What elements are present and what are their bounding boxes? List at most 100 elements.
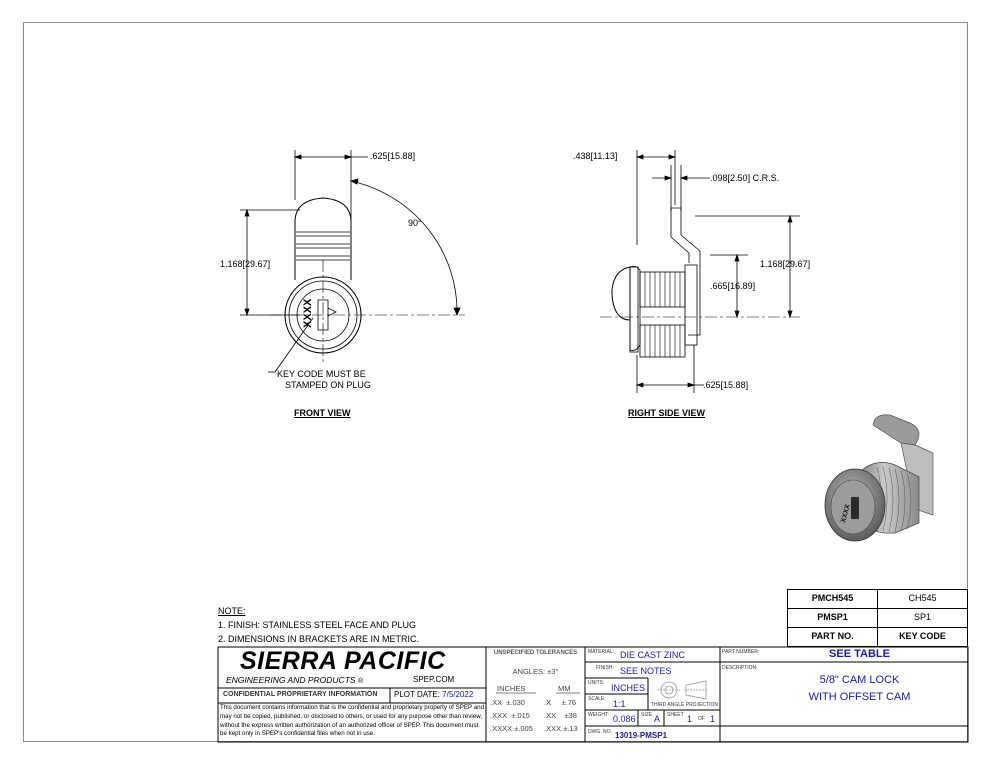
scale-label: SCALE: bbox=[588, 696, 606, 702]
key-code-note-line2: STAMPED ON PLUG bbox=[285, 380, 371, 390]
part-table-header-code: KEY CODE bbox=[899, 631, 946, 641]
confidential-label: CONFIDENTIAL PROPRIETARY INFORMATION bbox=[223, 691, 378, 698]
bracket-close: ] bbox=[614, 151, 618, 161]
bracket-close: ] bbox=[267, 259, 271, 269]
bracket-open: [ bbox=[727, 173, 731, 183]
tol-key: .XXXX bbox=[490, 724, 513, 733]
plot-date-label: PLOT DATE: bbox=[394, 690, 440, 699]
part-row-1-part: PMCH545 bbox=[811, 593, 854, 603]
isometric-render: XXXX bbox=[824, 414, 934, 542]
tolerances-header: UNSPECIFIED TOLERANCES bbox=[493, 650, 578, 656]
tol-val: ±.030 bbox=[506, 698, 525, 707]
bracket-open: [ bbox=[387, 151, 391, 161]
front-dim-angle: 90° bbox=[408, 218, 422, 228]
side-dim-mid-in: .665 bbox=[710, 281, 728, 291]
bracket-close: ] bbox=[752, 281, 756, 291]
side-dim-bottom: .625[15.88] bbox=[703, 380, 748, 390]
front-view-key-stamp: XXXX bbox=[302, 298, 314, 328]
plot-date: PLOT DATE: 7/5/2022 bbox=[394, 690, 473, 699]
tolerances-mm-label: MM bbox=[558, 684, 571, 693]
tol-key: .XX bbox=[544, 711, 557, 720]
bracket-open: [ bbox=[590, 151, 594, 161]
tol-inch-row-2: .XXX ±.015 bbox=[490, 711, 530, 720]
bracket-close: ] bbox=[412, 151, 416, 161]
sheet-label: SHEET bbox=[667, 712, 684, 718]
front-dim-height: 1.168[29.67] bbox=[220, 259, 270, 269]
tol-key: .XX bbox=[490, 698, 503, 707]
finish-value: SEE NOTES bbox=[620, 666, 672, 676]
tol-mm-row-3: .XXX ±.13 bbox=[544, 724, 578, 733]
sheet-value: 1 bbox=[687, 714, 693, 724]
units-value: INCHES bbox=[611, 683, 646, 693]
part-table-header-part: PART NO. bbox=[811, 631, 854, 641]
bracket-open: [ bbox=[727, 281, 731, 291]
tol-mm-row-2: .XX ±38 bbox=[544, 711, 577, 720]
registered-mark: ® bbox=[357, 678, 364, 685]
render-key-code: XXXX bbox=[840, 503, 852, 523]
part-number-label: PART NUMBER: bbox=[722, 649, 760, 655]
tol-val: ±.005 bbox=[514, 724, 533, 733]
front-view-drawing: XXXX bbox=[240, 150, 465, 373]
front-view-title: FRONT VIEW bbox=[294, 408, 351, 418]
tol-key: .XXX bbox=[490, 711, 508, 720]
part-row-1-code: CH545 bbox=[908, 593, 937, 603]
company-subtitle: ENGINEERING AND PRODUCTS ® bbox=[226, 675, 363, 685]
description-line-1: 5/8" CAM LOCK bbox=[819, 674, 900, 686]
weight-label: WEIGHT: bbox=[588, 712, 609, 718]
note-item-2: 2. DIMENSIONS IN BRACKETS ARE IN METRIC. bbox=[218, 634, 420, 644]
description-line-2: WITH OFFSET CAM bbox=[808, 691, 911, 703]
tol-val: ±38 bbox=[564, 711, 577, 720]
tol-mm-row-1: .X ±.76 bbox=[544, 698, 576, 707]
of-label: OF bbox=[698, 716, 705, 722]
tol-key: .X bbox=[544, 698, 552, 707]
tolerances-inches-label: INCHES bbox=[497, 684, 526, 693]
side-dim-crs-suffix: C.R.S. bbox=[752, 173, 780, 183]
key-code-note-line1: KEY CODE MUST BE bbox=[277, 369, 366, 379]
key-code-text: XXXX bbox=[302, 298, 314, 328]
bracket-close: ] bbox=[807, 259, 811, 269]
company-name: SIERRA PACIFIC bbox=[240, 647, 446, 675]
side-dim-height-in: 1.168 bbox=[760, 259, 783, 269]
bracket-open: [ bbox=[242, 259, 246, 269]
dwg-no-value: 13019-PMSP1 bbox=[615, 731, 668, 740]
tolerances-angles: ANGLES: ±3° bbox=[512, 667, 559, 676]
front-dim-height-mm: 29.67 bbox=[245, 259, 268, 269]
material-label: MATERIAL: bbox=[588, 649, 615, 655]
side-dim-mid: .665[16.89] bbox=[710, 281, 755, 291]
side-dim-height-mm: 29.67 bbox=[785, 259, 808, 269]
side-dim-bottom-in: .625 bbox=[703, 380, 721, 390]
side-dim-crs: .098[2.50] C.R.S. bbox=[710, 173, 779, 183]
confidential-disclaimer: This document contains information that … bbox=[220, 704, 485, 738]
plot-date-value: 7/5/2022 bbox=[442, 690, 474, 699]
side-dim-bottom-mm: 15.88 bbox=[723, 380, 746, 390]
units-label: UNITS: bbox=[588, 680, 605, 686]
side-dim-crs-in: .098 bbox=[710, 173, 728, 183]
scale-value: 1:1 bbox=[613, 699, 626, 709]
company-website: SPEP.COM bbox=[413, 675, 455, 684]
side-dim-crs-mm: 2.50 bbox=[730, 173, 748, 183]
side-dim-top: .438[11.13] bbox=[573, 151, 617, 161]
bracket-open: [ bbox=[782, 259, 786, 269]
tol-inch-row-1: .XX ±.030 bbox=[490, 698, 525, 707]
dwg-no-label: DWG. NO. bbox=[588, 729, 612, 735]
tol-inch-row-3: .XXXX ±.005 bbox=[490, 724, 533, 733]
company-subtitle-text: ENGINEERING AND PRODUCTS bbox=[226, 675, 356, 685]
bracket-close: ] bbox=[747, 173, 751, 183]
side-dim-height: 1.168[29.67] bbox=[760, 259, 810, 269]
front-dim-height-in: 1.168 bbox=[220, 259, 243, 269]
tol-key: .XXX bbox=[544, 724, 562, 733]
notes-header: NOTE: bbox=[218, 606, 246, 616]
tol-val: ±.13 bbox=[563, 724, 578, 733]
front-dim-width-mm: 15.88 bbox=[390, 151, 413, 161]
side-dim-top-in: .438 bbox=[573, 151, 591, 161]
bracket-open: [ bbox=[720, 380, 724, 390]
side-view-title: RIGHT SIDE VIEW bbox=[628, 408, 706, 418]
projection-label: THIRD ANGLE PROJECTION bbox=[651, 702, 718, 708]
third-angle-projection-icon bbox=[657, 680, 708, 700]
note-item-1: 1. FINISH: STAINLESS STEEL FACE AND PLUG bbox=[218, 620, 417, 630]
front-dim-width: .625[15.88] bbox=[370, 151, 415, 161]
front-dim-width-in: .625 bbox=[370, 151, 388, 161]
bracket-close: ] bbox=[745, 380, 749, 390]
